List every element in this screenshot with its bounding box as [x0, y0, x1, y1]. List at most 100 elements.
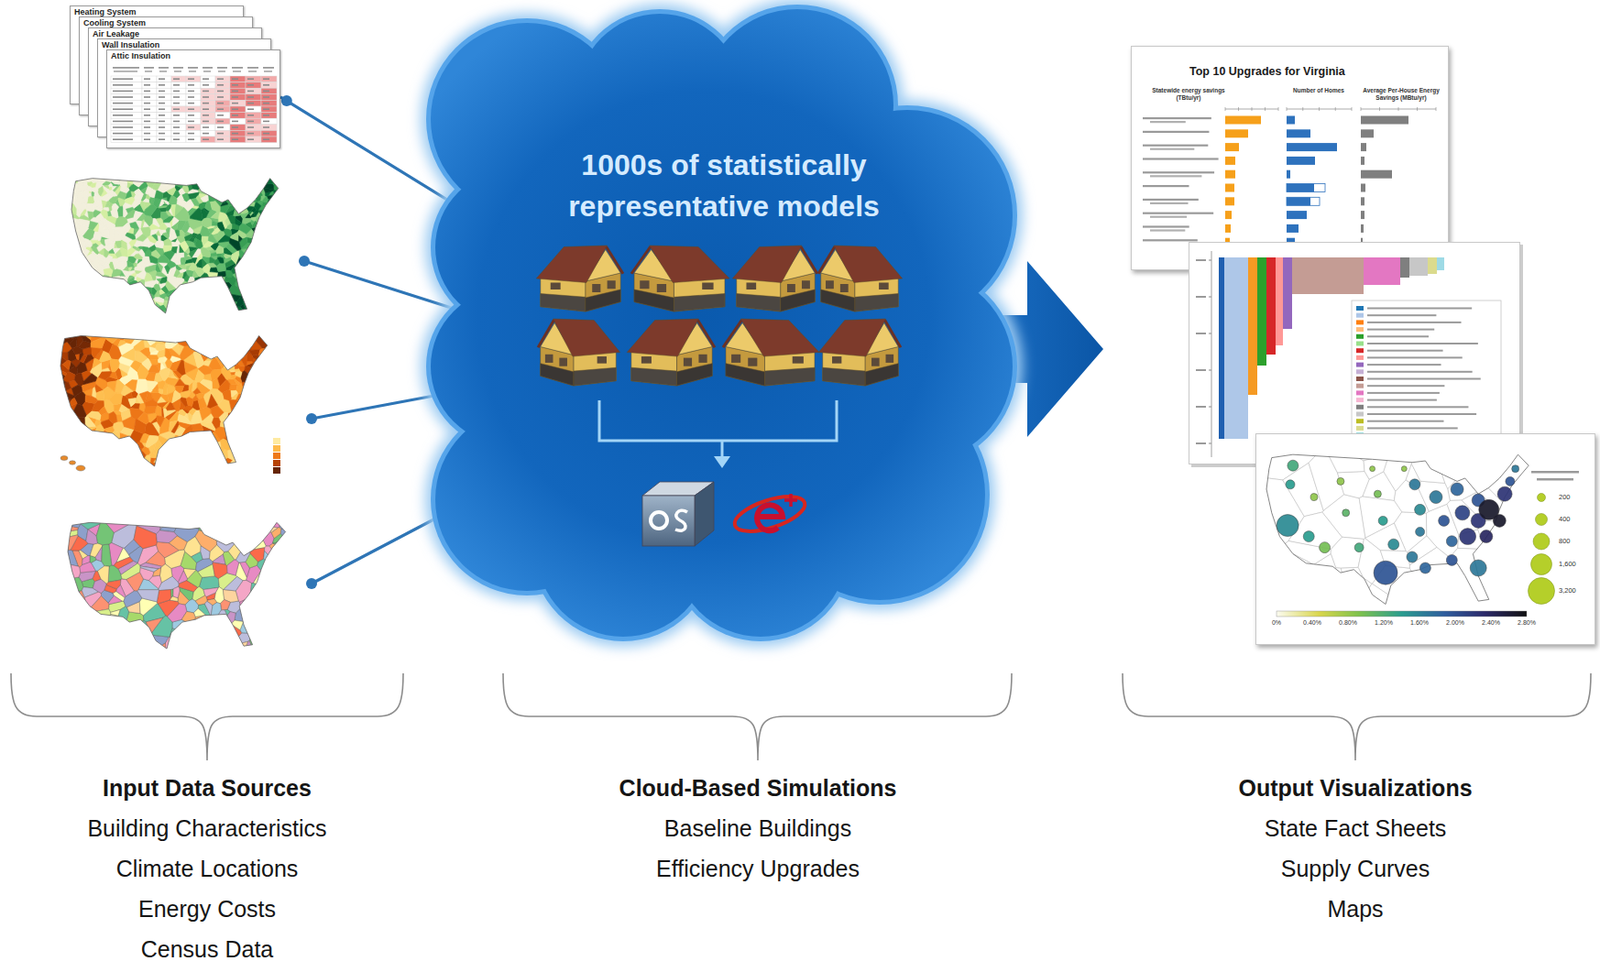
map-region [156, 590, 171, 604]
map-region [239, 183, 245, 193]
map-region [246, 267, 256, 275]
cell-placeholder [173, 132, 180, 135]
map-region [242, 392, 258, 403]
map-region [157, 380, 166, 389]
map-region [65, 382, 71, 392]
map-region [249, 190, 256, 197]
header-placeholder [188, 70, 197, 73]
map-region [85, 443, 100, 454]
map-region [209, 252, 217, 257]
map-region [78, 289, 87, 296]
map-region [153, 312, 158, 317]
cell-placeholder [247, 132, 254, 135]
cell-placeholder [263, 77, 270, 80]
map-region [177, 306, 187, 317]
map-region [178, 457, 184, 466]
map-region [154, 240, 165, 249]
map-region [71, 248, 75, 256]
map-region [176, 273, 184, 279]
map-region [175, 177, 184, 188]
map-region [186, 569, 203, 588]
map-region [264, 311, 270, 317]
map-region [122, 222, 132, 233]
map-region [256, 518, 271, 525]
map-region [95, 435, 99, 447]
map-region [247, 401, 257, 413]
map-region [131, 459, 141, 470]
map-region [266, 300, 276, 308]
map-region [143, 635, 170, 652]
map-region [87, 211, 94, 220]
map-region [197, 463, 206, 470]
map-region [202, 176, 211, 184]
cell-placeholder [158, 120, 165, 123]
map-region [238, 339, 252, 353]
map-region [136, 331, 147, 337]
map-region [201, 460, 209, 470]
map-region [197, 621, 214, 635]
map-region [258, 361, 270, 375]
header-placeholder [158, 66, 169, 69]
map-region [119, 374, 132, 385]
map-region [200, 247, 210, 258]
map-region [164, 264, 171, 274]
cell-placeholder [143, 138, 151, 141]
map-region [268, 618, 285, 628]
header-placeholder [217, 66, 228, 69]
map-region [104, 248, 110, 258]
map-region [60, 331, 270, 470]
map-region [227, 331, 233, 334]
map-region [92, 452, 97, 463]
map-region [224, 337, 240, 345]
map-region [260, 371, 270, 384]
map-region [74, 373, 84, 387]
map-region [240, 641, 248, 652]
map-region [179, 241, 188, 253]
table-cell [261, 87, 277, 95]
map-region [275, 217, 281, 224]
map-region [101, 274, 110, 281]
map-region [265, 268, 273, 274]
map-region [155, 272, 166, 277]
map-region [261, 276, 273, 288]
map-region [189, 208, 203, 221]
map-region [271, 245, 278, 258]
map-region [117, 191, 127, 200]
map-legend-swatch [273, 452, 281, 460]
map-region [198, 518, 233, 536]
map-region [223, 253, 231, 259]
map-region [203, 587, 219, 597]
map-region [207, 307, 215, 317]
map-region [190, 331, 204, 345]
map-region [209, 344, 220, 356]
map-region [71, 188, 80, 196]
map-region [146, 381, 158, 393]
map-region [245, 306, 254, 317]
map-region [209, 256, 216, 264]
map-region [109, 287, 116, 297]
header-placeholder [203, 70, 211, 73]
cell-placeholder [112, 102, 133, 105]
map-region [249, 350, 261, 356]
map-region [257, 231, 263, 239]
map-region [152, 383, 158, 391]
cell-placeholder [112, 90, 133, 93]
map-region [257, 217, 266, 225]
map-region [184, 536, 201, 558]
map-region [182, 460, 193, 470]
map-region [259, 522, 270, 535]
map-region [135, 241, 141, 248]
map-region [100, 209, 108, 220]
cell-placeholder [112, 96, 133, 99]
map-region [109, 459, 123, 470]
map-region [273, 281, 281, 289]
table-cell [142, 130, 157, 137]
map-region [271, 268, 281, 274]
legend-text-placeholder [1367, 314, 1436, 317]
map-region [143, 214, 153, 227]
map-region [131, 273, 137, 277]
map-region [272, 287, 281, 296]
map-region [140, 289, 148, 301]
map-region [113, 228, 122, 242]
map-region [198, 306, 208, 315]
